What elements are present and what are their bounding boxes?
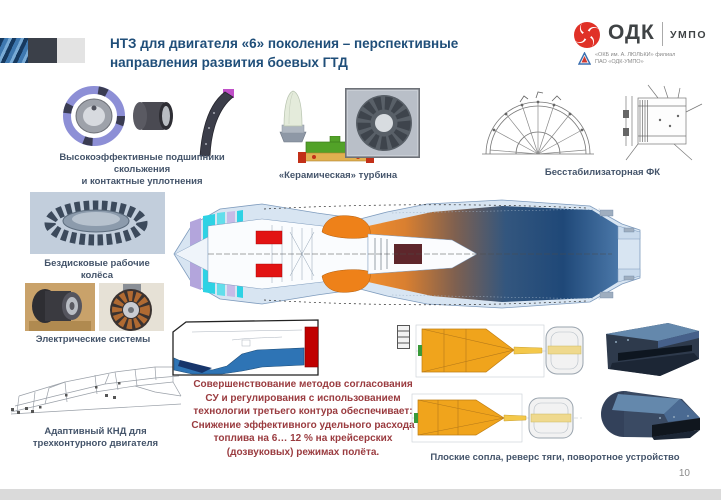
main-text-l6: (дозвуковых) режимах полёта. <box>226 446 380 458</box>
caption-diskless-l1: Бездисковые рабочие <box>44 258 150 269</box>
slide-title: НТЗ для двигателя «6» поколения – перспе… <box>110 34 510 72</box>
footer-strip <box>0 489 721 500</box>
caption-ceramic-turbine: «Керамическая» турбина <box>278 170 398 181</box>
decor-photo-block <box>0 38 28 63</box>
adaptive-lpc-drawing <box>5 352 185 422</box>
main-text-block: Совершенствование методов согласования С… <box>183 378 423 459</box>
caption-bearings-l1: Высокоэффективные подшипники <box>59 152 225 163</box>
diskless-wheel-photo <box>30 192 165 254</box>
caption-electric: Электрические системы <box>35 334 151 345</box>
third-stream-flow-schematic <box>172 318 320 378</box>
main-text-l2: СУ и регулирования с использованием <box>205 392 401 404</box>
main-text-l1: Совершенствование методов согласования <box>193 379 413 390</box>
curved-vane-image <box>192 86 237 158</box>
caption-bearings-l2: скольжения <box>113 164 171 176</box>
affiliate-line-2: ПАО «ОДК-УМПО» <box>595 59 644 65</box>
decor-dark-block <box>28 38 57 63</box>
page-number: 10 <box>678 468 690 479</box>
nozzle-render-bottom <box>594 384 706 446</box>
electric-stator-photo <box>99 283 164 331</box>
nozzle-drawing-bottom <box>410 388 586 448</box>
caption-diskless-l2: колёса <box>80 270 114 282</box>
ceramic-disk-photo <box>345 88 420 158</box>
caption-adaptive-l2: трехконтурного двигателя <box>32 438 159 450</box>
caption-adaptive-l1: Адаптивный КНД для <box>44 426 147 437</box>
electric-rotor-photo <box>25 283 95 331</box>
ceramic-blade-image <box>272 88 314 143</box>
odk-brand-text: ОДК <box>608 21 655 44</box>
umpo-brand-text: УМПО <box>670 29 707 41</box>
caption-bearings-l3: и контактные уплотнения <box>81 176 203 188</box>
caption-adaptive: Адаптивный КНД для трехконтурного двигат… <box>8 426 183 450</box>
caption-afterburner: Бесстабилизаторная ФК <box>544 167 661 178</box>
bearings-image <box>52 86 192 148</box>
affiliate-text: «ОКБ им. А. ЛЮЛЬКИ» филиал ПАО «ОДК-УМПО… <box>595 52 710 66</box>
logo-divider <box>662 22 663 46</box>
nozzle-drawing-top <box>414 321 586 381</box>
fk-front-drawing <box>478 82 598 162</box>
fk-side-drawing <box>608 82 705 162</box>
main-text-l4: Снижение эффективного удельного расхода <box>191 419 415 431</box>
hatched-detail-box <box>397 325 410 349</box>
nozzle-render-top <box>598 318 705 382</box>
caption-flat-nozzles: Плоские сопла, реверс тяги, поворотное у… <box>430 452 680 463</box>
title-line-2: направления развития боевых ГТД <box>110 55 348 70</box>
main-text-l3: технологии третьего контура обеспечивает… <box>193 406 413 417</box>
lyulka-logo-icon <box>578 52 591 65</box>
odk-spiral-icon <box>572 20 602 50</box>
logo-block: ОДК УМПО «ОКБ им. А. ЛЮЛЬКИ» филиал ПАО … <box>570 16 712 66</box>
decor-light-block <box>57 38 85 63</box>
caption-diskless: Бездисковые рабочие колёса <box>18 258 176 282</box>
main-text-l5: топлива на 6… 12 % на крейсерских <box>213 433 393 444</box>
title-line-1: НТЗ для двигателя «6» поколения – перспе… <box>110 36 459 51</box>
affiliate-line-1: «ОКБ им. А. ЛЮЛЬКИ» филиал <box>595 52 676 58</box>
caption-bearings: Высокоэффективные подшипники скольжения … <box>28 152 256 188</box>
engine-cross-section-image <box>172 192 642 317</box>
